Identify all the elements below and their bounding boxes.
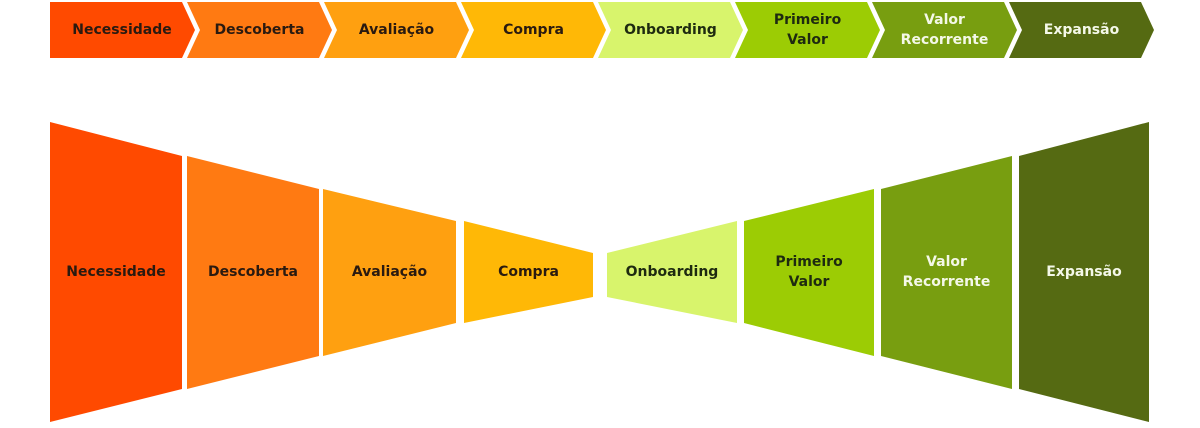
bowtie-row: Necessidade Descoberta Avaliação Compra Onbo… — [50, 122, 1149, 422]
trapezoid-shape — [607, 221, 737, 323]
bowtie-label: Recorrente — [903, 274, 991, 290]
chevron-label: Valor — [924, 12, 965, 28]
chevron-stage: Onboarding — [598, 2, 743, 58]
trapezoid-shape — [50, 122, 182, 422]
trapezoid-shape — [1019, 122, 1149, 422]
bowtie-label: Valor — [926, 254, 967, 270]
chevron-shape — [735, 2, 880, 58]
chevron-shape — [598, 2, 743, 58]
bowtie-label: Avaliação — [352, 264, 428, 280]
bowtie-label: Expansão — [1046, 264, 1122, 280]
bowtie-stage: Descoberta — [187, 156, 319, 389]
chevron-label: Onboarding — [624, 22, 717, 38]
chevron-label: Valor — [787, 32, 828, 48]
chevron-label: Avaliação — [359, 22, 435, 38]
bowtie-label: Compra — [498, 264, 559, 280]
chevron-stage: Necessidade — [50, 2, 195, 58]
bowtie-stage: Necessidade — [50, 122, 182, 422]
bowtie-label: Valor — [789, 274, 830, 290]
chevron-shape — [872, 2, 1017, 58]
bowtie-label: Primeiro — [775, 254, 843, 270]
chevron-shape — [50, 2, 195, 58]
chevron-stage: Compra — [461, 2, 606, 58]
bowtie-label: Onboarding — [626, 264, 719, 280]
chevron-label: Descoberta — [215, 22, 305, 38]
chevron-stage: Expansão — [1009, 2, 1154, 58]
trapezoid-shape — [187, 156, 319, 389]
chevron-label: Compra — [503, 22, 564, 38]
bowtie-stage: Onboarding — [607, 221, 737, 323]
chevron-row: Necessidade Descoberta Avaliação Compra Onbo… — [50, 2, 1154, 58]
trapezoid-shape — [464, 221, 593, 323]
bowtie-stage: Avaliação — [323, 189, 456, 356]
chevron-label: Expansão — [1044, 22, 1120, 38]
chevron-stage: Descoberta — [187, 2, 332, 58]
chevron-label: Necessidade — [72, 22, 171, 38]
trapezoid-shape — [744, 189, 874, 356]
bowtie-stage: Expansão — [1019, 122, 1149, 422]
chevron-shape — [187, 2, 332, 58]
chevron-stage: Avaliação — [324, 2, 469, 58]
chevron-label: Primeiro — [774, 12, 842, 28]
chevron-shape — [324, 2, 469, 58]
trapezoid-shape — [323, 189, 456, 356]
bowtie-label: Descoberta — [208, 264, 298, 280]
bowtie-label: Necessidade — [66, 264, 165, 280]
trapezoid-shape — [881, 156, 1012, 389]
chevron-shape — [1009, 2, 1154, 58]
chevron-label: Recorrente — [901, 32, 989, 48]
chevron-shape — [461, 2, 606, 58]
bowtie-stage: Compra — [464, 221, 593, 323]
